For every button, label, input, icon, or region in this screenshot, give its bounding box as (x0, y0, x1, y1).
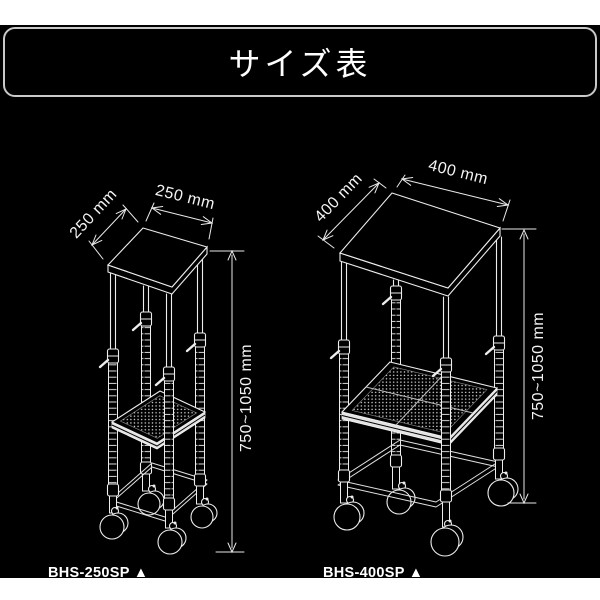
lower-shelf (337, 439, 499, 508)
caster-wheel (430, 519, 464, 557)
clamp-lever (185, 342, 197, 353)
right-pole (185, 253, 218, 529)
height-dimension: 750~1050 mm (501, 228, 547, 505)
height-dimension-label: 750~1050 mm (238, 344, 255, 452)
mesh-shelf (340, 361, 499, 446)
model-label: BHS-400SP ▲ (323, 565, 423, 581)
clamp-lever (431, 367, 443, 378)
clamp-lever (329, 349, 341, 360)
page-title: サイズ表 (228, 46, 372, 82)
mesh-shelf (110, 390, 207, 450)
depth-dimension-label: 400 mm (312, 170, 366, 226)
clamp-lever (98, 358, 110, 369)
caster-wheel (190, 497, 218, 529)
caster-wheel (333, 495, 365, 531)
caster-wheel (487, 471, 519, 507)
clamp-lever (381, 295, 393, 306)
left-pole (98, 271, 129, 540)
front-pole (430, 296, 464, 557)
right-stand-drawing: 400 mm 400 mm 750~1050 mm BHS-400SP (312, 157, 547, 581)
caster-wheel (157, 521, 187, 555)
height-dimension: 750~1050 mm (209, 249, 255, 554)
height-dimension-label: 750~1050 mm (530, 312, 547, 420)
left-stand-drawing: 250 mm 250 mm 750~1050 mm BHS-250SP (48, 182, 255, 581)
model-label: BHS-250SP ▲ (48, 565, 148, 581)
right-pole (484, 236, 519, 507)
back-pole (131, 285, 165, 516)
caster-wheel (386, 481, 416, 515)
top-plate (107, 227, 208, 295)
depth-dimension-label: 250 mm (67, 186, 121, 242)
clamp-lever (484, 345, 496, 356)
clamp-lever (131, 321, 143, 332)
width-dimension-label: 250 mm (154, 182, 217, 213)
clamp-lever (154, 376, 166, 387)
caster-wheel (137, 484, 165, 516)
title-banner: サイズ表 (3, 27, 597, 97)
caster-wheel (99, 506, 129, 540)
top-plate (339, 192, 501, 297)
front-pole (154, 293, 187, 555)
width-dimension-label: 400 mm (427, 157, 490, 188)
width-dimension: 250 mm (145, 182, 217, 240)
